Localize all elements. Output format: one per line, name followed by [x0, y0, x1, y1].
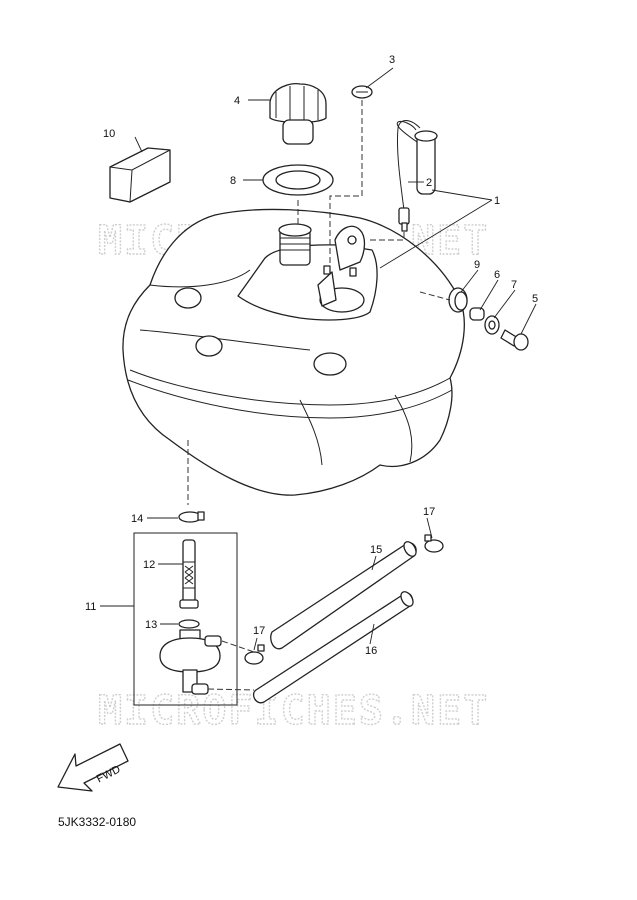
part-12-strainer	[179, 539, 199, 609]
part-13-o-ring	[178, 619, 200, 629]
part-17-clamp-upper	[424, 534, 444, 553]
part-4-fuel-cap	[269, 82, 327, 145]
callout-10: 10	[103, 128, 115, 140]
callout-2: 2	[426, 177, 432, 189]
fwd-arrow-icon: FWD	[57, 743, 129, 792]
part-9-damper	[448, 287, 468, 313]
part-15-hose	[270, 541, 417, 650]
diagram-code: 5JK3332-0180	[58, 815, 136, 829]
part-2-fuel-sender	[396, 120, 438, 232]
callout-11: 11	[85, 601, 96, 613]
callout-15: 15	[370, 544, 382, 556]
part-14-clamp	[178, 511, 205, 523]
part-11-fuel-cock	[159, 629, 222, 695]
callout-16: 16	[365, 645, 377, 657]
fuel-tank	[122, 208, 465, 496]
part-17-clamp-lower	[244, 644, 265, 665]
callout-17-lower: 17	[253, 625, 265, 637]
leader-lines	[100, 67, 537, 651]
callout-14: 14	[131, 513, 143, 525]
part-8-gasket	[262, 164, 334, 196]
watermark-bottom: MICROFICHES.NET	[98, 688, 489, 734]
callout-12: 12	[143, 559, 155, 571]
part-16-hose	[252, 591, 414, 704]
callout-7: 7	[511, 279, 517, 291]
part-6-collar	[469, 307, 485, 321]
callout-3: 3	[389, 54, 395, 66]
callout-13: 13	[145, 619, 157, 631]
part-5-bolt	[500, 329, 529, 351]
callout-9: 9	[474, 259, 480, 271]
callout-1: 1	[494, 195, 500, 207]
part-3-clip	[351, 85, 373, 99]
part-10-pad	[109, 147, 171, 203]
callout-5: 5	[532, 293, 538, 305]
part-7-washer	[484, 315, 500, 335]
part-11-group-box	[133, 532, 238, 706]
callout-17-upper: 17	[423, 506, 435, 518]
callout-6: 6	[494, 269, 500, 281]
callout-4: 4	[234, 95, 240, 107]
callout-8: 8	[230, 175, 236, 187]
